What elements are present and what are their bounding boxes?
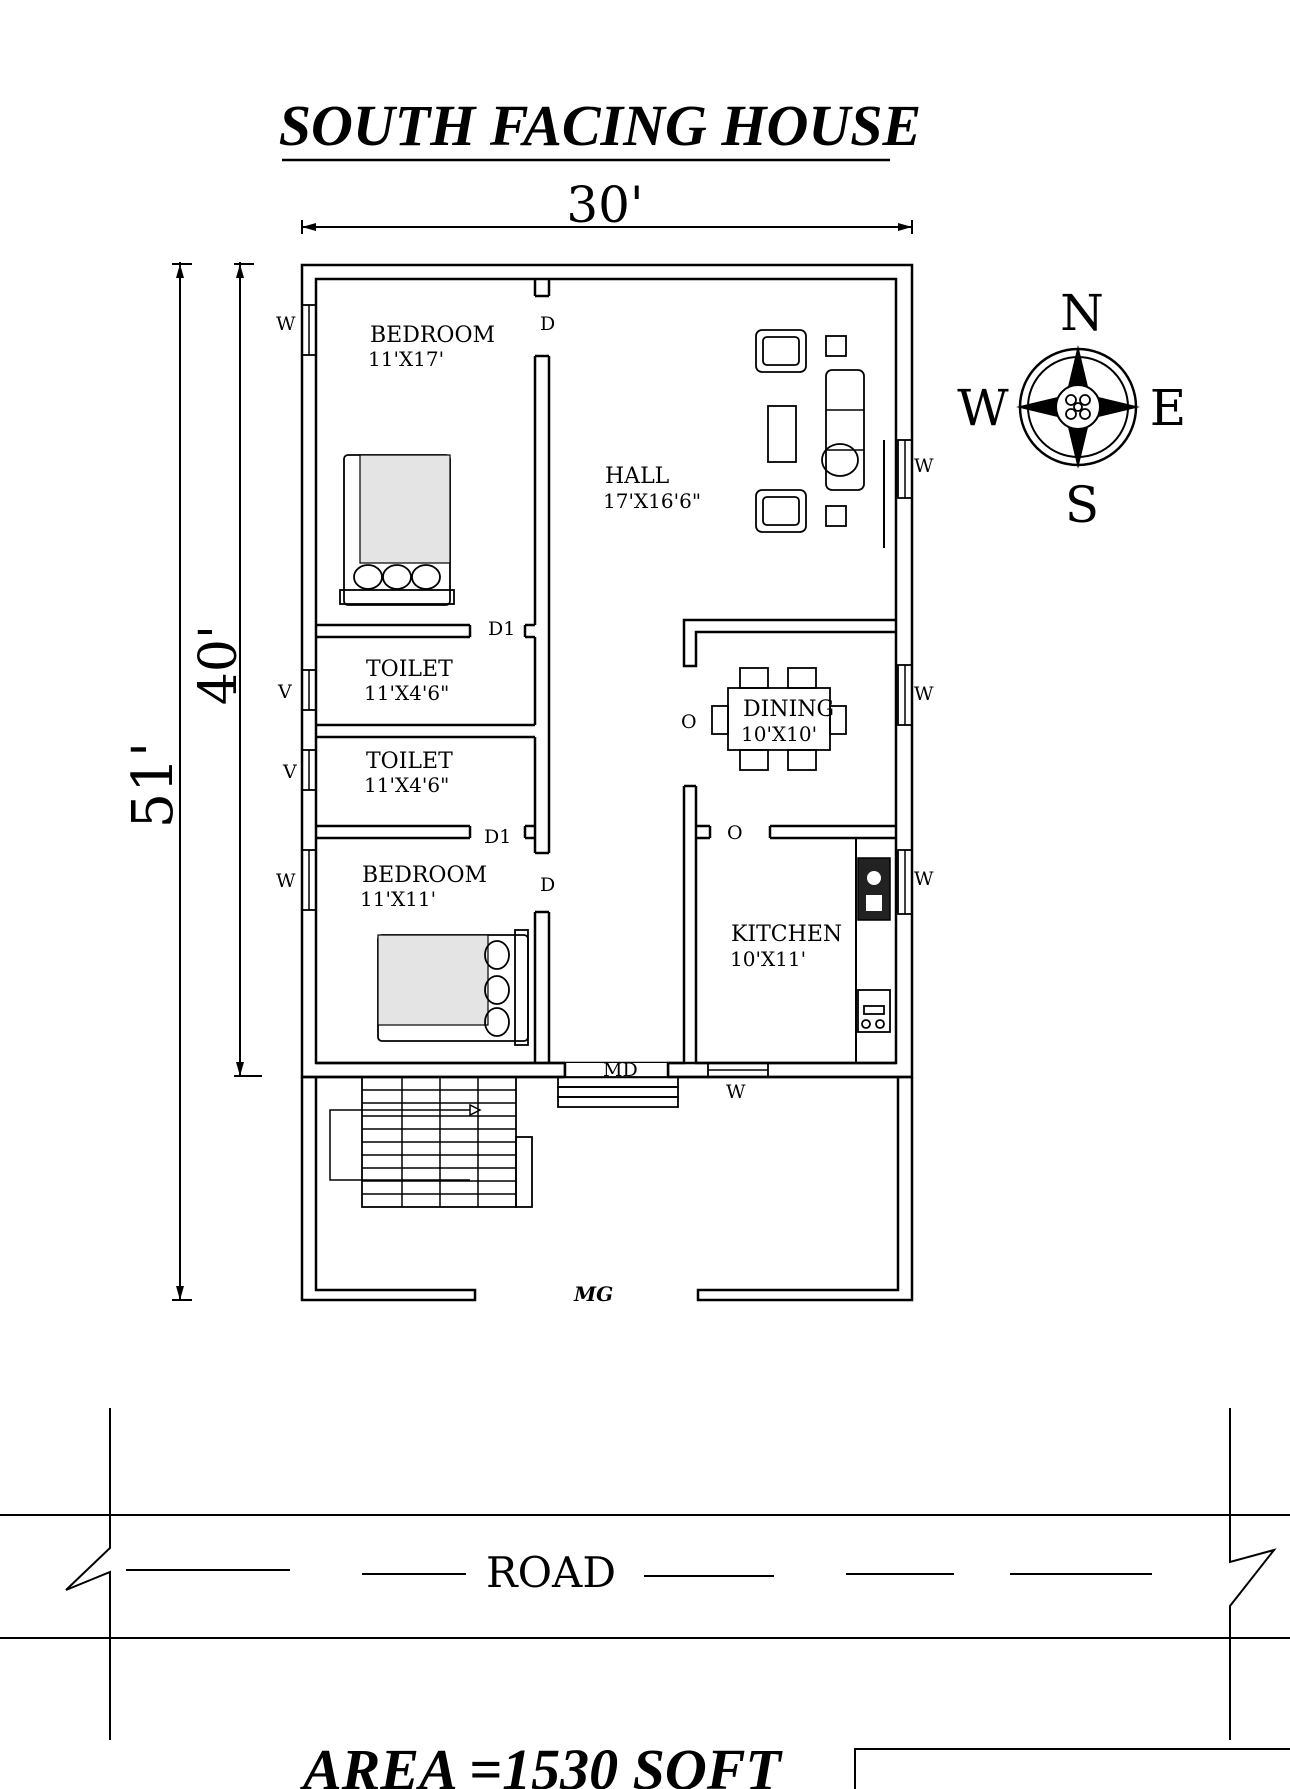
inner-depth-label: 40' — [189, 625, 249, 705]
bedroom-bottom-name: BEDROOM — [362, 863, 487, 888]
ventilator-label-v2: V — [282, 761, 297, 783]
compass-east-label: E — [1150, 379, 1187, 437]
dining-name: DINING — [743, 697, 834, 722]
kitchen-size: 10'X11' — [730, 947, 806, 971]
toilet-1-size: 11'X4'6" — [364, 681, 449, 705]
area-box — [854, 1748, 1290, 1789]
bedroom-top-size: 11'X17' — [368, 347, 444, 371]
total-depth-dimension: 51' — [121, 262, 192, 1301]
total-depth-label: 51' — [121, 742, 186, 829]
bed-top-icon — [339, 454, 455, 606]
window-label-w1: W — [276, 313, 296, 335]
hall-name: HALL — [605, 464, 670, 489]
hall-size: 17'X16'6" — [603, 489, 701, 513]
bed-bottom-icon — [377, 929, 529, 1046]
opening-label-dining: O — [681, 711, 697, 733]
inner-depth-dimension: 40' — [189, 262, 262, 1077]
toilet-2-size: 11'X4'6" — [364, 773, 449, 797]
road-label: ROAD — [486, 1548, 616, 1597]
compass-north-label: N — [1060, 284, 1104, 342]
kitchen-counter-icon — [855, 838, 891, 1063]
area-label: AREA =1530 SQFT — [300, 1737, 783, 1789]
window-label-w6: W — [726, 1081, 746, 1103]
door-label-bottom: D — [540, 874, 555, 896]
window-label-w4: W — [914, 683, 934, 705]
compass-west-label: W — [957, 379, 1009, 437]
toilet-1-name: TOILET — [366, 657, 453, 682]
window-label-w5: W — [914, 868, 934, 890]
page-title: SOUTH FACING HOUSE — [279, 93, 921, 158]
bedroom-top-name: BEDROOM — [370, 323, 495, 348]
width-dimension: 30' — [301, 176, 913, 234]
dining-table-icon — [711, 667, 847, 771]
toilet-2-name: TOILET — [366, 749, 453, 774]
road: ROAD — [0, 1408, 1290, 1740]
d1-label-bottom: D1 — [484, 826, 511, 848]
window-label-w2: W — [276, 870, 296, 892]
window-label-w3: W — [914, 455, 934, 477]
main-door-label: MD — [603, 1059, 638, 1081]
wall-windows — [301, 304, 913, 915]
width-dimension-label: 30' — [566, 176, 643, 234]
compass-south-label: S — [1065, 476, 1099, 534]
ventilator-label-v1: V — [277, 681, 292, 703]
opening-label-kitchen: O — [727, 822, 743, 844]
main-gate-label: MG — [573, 1282, 613, 1306]
staircase-icon — [329, 1076, 533, 1208]
d1-label-top: D1 — [488, 618, 515, 640]
kitchen-name: KITCHEN — [731, 922, 842, 947]
dining-size: 10'X10' — [741, 722, 817, 746]
bedroom-bottom-size: 11'X11' — [360, 887, 436, 911]
door-label-top: D — [540, 313, 555, 335]
compass-rose-icon — [1016, 345, 1140, 469]
sofa-set-icon — [755, 329, 885, 548]
